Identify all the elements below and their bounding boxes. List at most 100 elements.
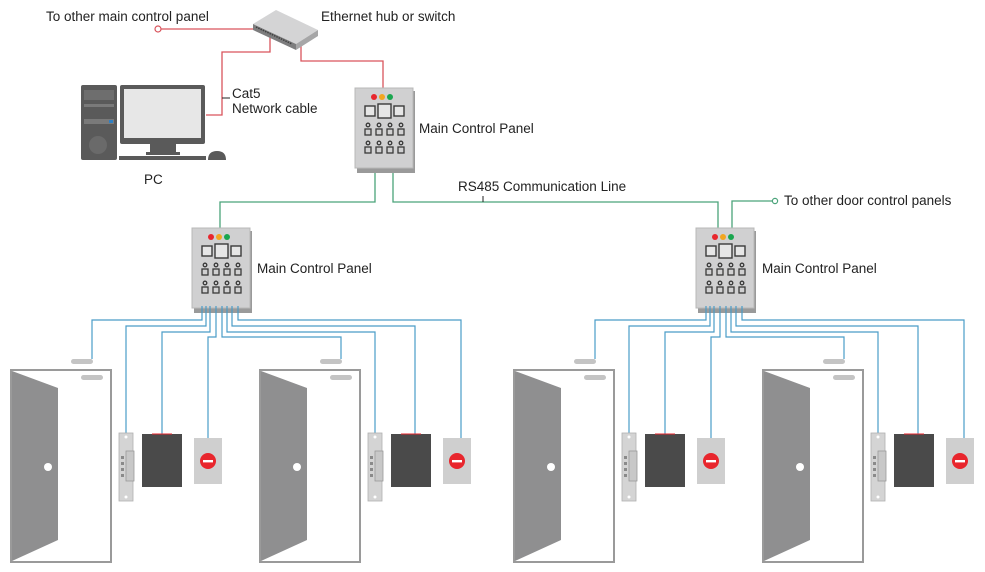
device-wire	[730, 306, 879, 433]
door-sensor-magnet-icon	[833, 375, 855, 380]
pc-keyboard	[119, 156, 206, 160]
strike-slot	[370, 456, 373, 459]
strike-slot	[624, 474, 627, 477]
strike-screw	[876, 435, 880, 439]
card-reader-icon	[645, 434, 685, 487]
strike-slot	[121, 462, 124, 465]
device-wire	[628, 306, 711, 433]
door-sensor-magnet-icon	[584, 375, 606, 380]
device-wire	[725, 306, 845, 359]
door-group-left	[10, 306, 471, 563]
door-leaf-icon	[764, 371, 810, 561]
device-wire	[161, 306, 211, 434]
card-reader-icon	[391, 434, 431, 487]
door-handle-icon	[293, 463, 301, 471]
door-control-panel-left[interactable]	[191, 227, 253, 314]
pc-label: PC	[144, 172, 163, 187]
device-wire	[221, 306, 342, 359]
exit-button-bar	[706, 460, 716, 463]
pc-icon	[81, 85, 226, 160]
switch-label: Ethernet hub or switch	[321, 9, 455, 24]
connector-to-other-doors-icon	[771, 197, 779, 205]
door-sensor-icon	[71, 359, 93, 364]
strike-slot	[370, 462, 373, 465]
door-control-panel-right[interactable]	[695, 227, 757, 314]
door-leaf-icon	[12, 371, 58, 561]
door-handle-icon	[796, 463, 804, 471]
to-other-door-label: To other door control panels	[784, 193, 952, 208]
to-other-main-label: To other main control panel	[46, 9, 209, 24]
strike-slot	[624, 462, 627, 465]
wire-right-to-other-doors	[731, 200, 773, 230]
device-wire	[91, 306, 203, 359]
strike-slot	[624, 468, 627, 471]
main-control-panel-top[interactable]	[354, 87, 416, 174]
strike-slot	[873, 474, 876, 477]
door-group-right	[513, 306, 974, 563]
wire-main-to-left-panel	[219, 168, 376, 230]
strike-slot	[873, 456, 876, 459]
door-groups	[10, 306, 974, 563]
exit-button-bar	[955, 460, 965, 463]
device-wire	[231, 306, 416, 434]
device-wiring	[594, 306, 965, 438]
main-panel-right-label: Main Control Panel	[762, 261, 877, 276]
strike-screw	[627, 495, 631, 499]
rs485-wiring	[219, 168, 773, 230]
device-wire	[710, 306, 721, 438]
device-wire	[125, 306, 207, 433]
device-wire	[237, 306, 462, 438]
connector-to-other-main-icon	[154, 25, 162, 33]
device-wire	[741, 306, 965, 438]
pc-mouse	[208, 151, 226, 160]
card-reader-icon	[142, 434, 182, 487]
strike-slot	[121, 468, 124, 471]
door-sensor-magnet-icon	[330, 375, 352, 380]
device-wire	[664, 306, 715, 434]
strike-screw	[627, 435, 631, 439]
rs485-label: RS485 Communication Line	[458, 179, 626, 194]
device-wire	[594, 306, 707, 359]
strike-slot	[370, 468, 373, 471]
door-sensor-magnet-icon	[81, 375, 103, 380]
door-leaf-icon	[515, 371, 561, 561]
strike-screw	[373, 435, 377, 439]
strike-slot	[121, 456, 124, 459]
strike-screw	[876, 495, 880, 499]
strike-slot	[873, 462, 876, 465]
strike-screw	[124, 495, 128, 499]
device-wiring	[91, 306, 462, 438]
wire-switch-to-main-panel	[300, 42, 384, 88]
device-wire	[735, 306, 919, 434]
door-leaf-icon	[261, 371, 307, 561]
strike-slot	[624, 456, 627, 459]
door-sensor-icon	[320, 359, 342, 364]
wire-switch-to-pc	[206, 35, 271, 116]
device-wire	[226, 306, 376, 433]
strike-keeper	[628, 450, 638, 482]
exit-button-bar	[452, 460, 462, 463]
strike-screw	[373, 495, 377, 499]
strike-keeper	[374, 450, 384, 482]
strike-screw	[124, 435, 128, 439]
strike-slot	[873, 468, 876, 471]
strike-slot	[121, 474, 124, 477]
card-reader-icon	[894, 434, 934, 487]
ethernet-switch-icon	[253, 10, 318, 50]
door-sensor-icon	[574, 359, 596, 364]
strike-slot	[370, 474, 373, 477]
main-panel-top-label: Main Control Panel	[419, 121, 534, 136]
wire-main-to-right-panel	[392, 168, 719, 230]
cable-label-line2: Network cable	[232, 101, 318, 116]
exit-button-bar	[203, 460, 213, 463]
ethernet-wiring	[159, 28, 384, 116]
door-handle-icon	[547, 463, 555, 471]
main-panel-left-label: Main Control Panel	[257, 261, 372, 276]
door-sensor-icon	[823, 359, 845, 364]
strike-keeper	[125, 450, 135, 482]
door-handle-icon	[44, 463, 52, 471]
strike-keeper	[877, 450, 887, 482]
device-wire	[207, 306, 217, 438]
cable-label-line1: Cat5	[232, 86, 261, 101]
